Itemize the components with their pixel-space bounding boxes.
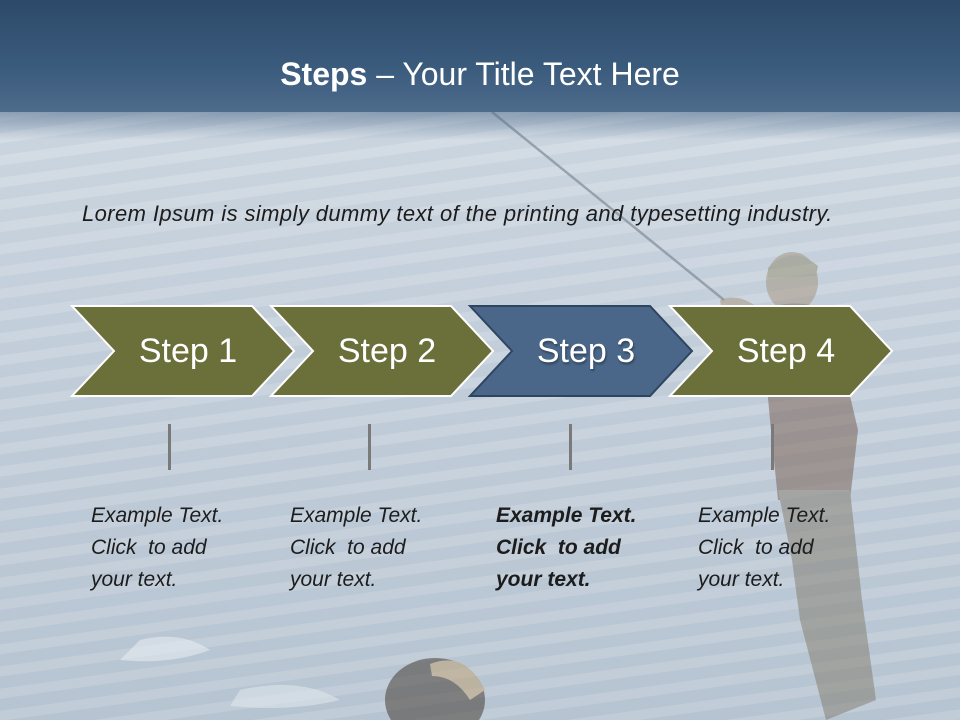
step-1-text[interactable]: Example Text. Click to add your text. [91, 500, 266, 596]
step-4-label[interactable]: Step 4 [736, 332, 836, 370]
step-2-text[interactable]: Example Text. Click to add your text. [290, 500, 465, 596]
step-1-text-line: Example Text. [91, 504, 224, 527]
swimmer-figure [385, 658, 485, 720]
step-2-text-line: Click to add [290, 536, 406, 559]
step-3-text-line: Click to add [496, 536, 621, 559]
fishing-rod [491, 111, 725, 301]
slide-title[interactable]: Steps – Your Title Text Here [0, 54, 960, 94]
fisherman-figure [720, 252, 876, 720]
step-1-label[interactable]: Step 1 [138, 332, 238, 370]
step-3-text-line: Example Text. [496, 504, 637, 527]
step-2-text-line: your text. [290, 568, 377, 591]
step-4-text-line: your text. [698, 568, 785, 591]
step-4-text-line: Example Text. [698, 504, 831, 527]
wave-foam [120, 636, 340, 708]
step-3-connector [569, 424, 572, 470]
step-2-text-line: Example Text. [290, 504, 423, 527]
title-bold: Steps [280, 56, 368, 92]
step-1-connector [168, 424, 171, 470]
header-band [0, 0, 960, 112]
step-1-text-line: Click to add [91, 536, 207, 559]
title-rest: – Your Title Text Here [367, 56, 680, 92]
step-3-text-line: your text. [496, 568, 591, 591]
step-4-text-line: Click to add [698, 536, 814, 559]
intro-text[interactable]: Lorem Ipsum is simply dummy text of the … [82, 201, 833, 226]
step-1-text-line: your text. [91, 568, 178, 591]
step-3-label[interactable]: Step 3 [536, 332, 636, 370]
step-2-label[interactable]: Step 2 [337, 332, 437, 370]
step-3-text[interactable]: Example Text. Click to add your text. [496, 500, 671, 596]
step-4-connector [771, 424, 774, 470]
header-fade [0, 112, 960, 140]
step-2-connector [368, 424, 371, 470]
step-4-text[interactable]: Example Text. Click to add your text. [698, 500, 873, 596]
